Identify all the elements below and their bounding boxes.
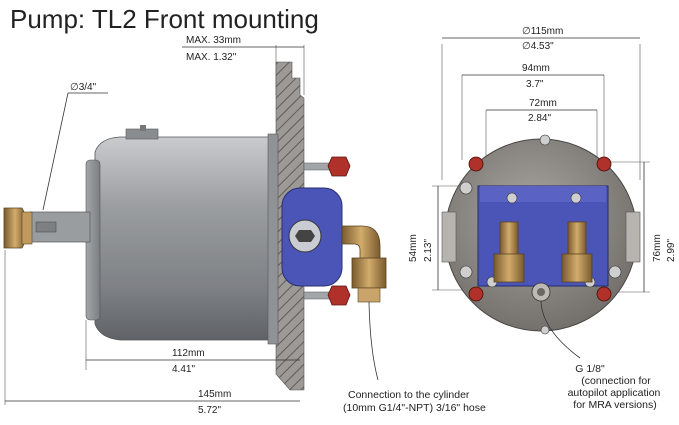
front-fitting-right [567,221,587,257]
lower-red-nut [327,285,351,306]
red-nut-icon [468,156,484,172]
cylinder-note-line1: Connection to the cylinder [348,389,470,401]
shaft-dia-label: ∅3/4" [70,82,97,93]
front-flange [267,133,279,345]
front-fitting-left [499,221,519,257]
cylinder-note-line2: (10mm G1/4"-NPT) 3/16" hose [343,402,486,414]
h54-in-label: 2.13" [423,239,434,262]
hose-fitting-nut [351,257,387,289]
g18-note-line3: autopilot application [568,387,661,399]
shaft-key [35,221,57,233]
shaft-dia-leader [42,92,69,211]
red-nut-icon [596,286,612,302]
g18-note-line2: (connection for [581,375,651,387]
left-lug [441,211,457,263]
h76-in-label: 2.99" [666,239,677,262]
front-fitting-left-nut [493,253,525,283]
screw-icon [539,134,551,146]
w72-in-label: 2.84" [528,113,551,124]
upper-red-nut [327,156,351,177]
screw-icon [459,265,473,279]
hose-fitting-tail [357,287,381,303]
g18-note-line1: G 1/8" [575,363,605,375]
page-title: Pump: TL2 Front mounting [10,4,319,34]
top-boss-pin [140,125,146,131]
screw-icon [570,192,582,204]
shaft-washer [21,211,33,245]
w72-mm-label: 72mm [529,98,557,109]
g18-port-hole [537,288,545,296]
g18-leader [540,300,581,359]
screw-icon [506,192,518,204]
max-in-label: MAX. 1.32" [186,52,237,63]
cylinder-leader [368,301,379,381]
red-nut-icon [596,156,612,172]
red-nut-icon [468,286,484,302]
dia115-in-label: ∅4.53" [522,41,554,52]
dia115-mm-label: ∅115mm [522,26,563,37]
len112-mm-label: 112mm [172,348,205,359]
valve-plate-highlight [480,186,606,202]
w94-mm-label: 94mm [522,63,550,74]
screw-icon [540,325,550,335]
g18-note-line4: for MRA versions) [573,399,656,411]
right-lug [625,211,641,263]
front-fitting-right-nut [561,253,593,283]
w94-in-label: 3.7" [526,79,544,90]
elbow-fitting [341,225,381,263]
len145-in-label: 5.72" [198,405,221,416]
max-mm-label: MAX. 33mm [186,35,241,46]
screw-icon [459,181,473,195]
h54-mm-label: 54mm [408,234,419,262]
len112-in-label: 4.41" [172,364,195,375]
hex-socket-icon [295,230,315,242]
pump-body [94,136,273,341]
h76-mm-label: 76mm [652,234,663,262]
screw-icon [608,265,622,279]
len145-mm-label: 145mm [198,389,231,400]
